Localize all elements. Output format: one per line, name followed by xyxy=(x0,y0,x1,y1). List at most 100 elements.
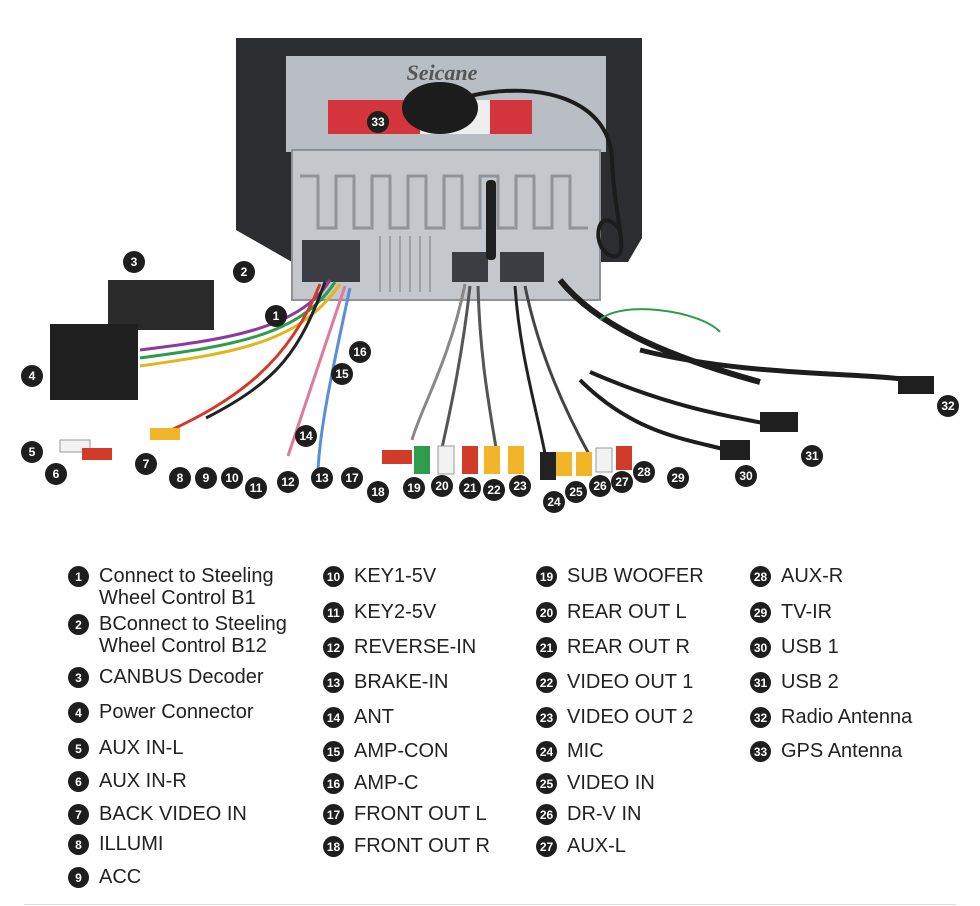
svg-text:21: 21 xyxy=(463,481,477,495)
legend-label: ANT xyxy=(354,706,394,728)
legend-number: 24 xyxy=(536,741,557,762)
legend-label: DR-V IN xyxy=(567,803,642,825)
legend-item: 21 REAR OUT R xyxy=(536,636,690,658)
legend-number: 14 xyxy=(323,707,344,728)
callout-30: 30 xyxy=(735,465,757,487)
legend-label: FRONT OUT R xyxy=(354,835,490,857)
legend-number: 26 xyxy=(536,804,557,825)
svg-text:20: 20 xyxy=(435,479,449,493)
svg-text:7: 7 xyxy=(143,457,150,471)
legend-label: VIDEO IN xyxy=(567,772,655,794)
callout-17: 17 xyxy=(341,467,363,489)
svg-text:13: 13 xyxy=(315,471,329,485)
legend-number: 27 xyxy=(536,836,557,857)
legend-label: REAR OUT R xyxy=(567,636,690,658)
photo-callouts: 33 3 2 1 4 16 15 14 5 6 7 8 9 10 11 12 1… xyxy=(21,111,959,513)
callout-26: 26 xyxy=(589,475,611,497)
legend-number: 5 xyxy=(68,738,89,759)
legend-item: 16 AMP-C xyxy=(323,772,418,794)
legend-number: 21 xyxy=(536,637,557,658)
legend-number: 31 xyxy=(750,672,771,693)
legend-number: 12 xyxy=(323,637,344,658)
svg-text:10: 10 xyxy=(225,471,239,485)
legend-number: 13 xyxy=(323,672,344,693)
callout-21: 21 xyxy=(459,477,481,499)
legend-label: BACK VIDEO IN xyxy=(99,803,247,825)
legend-label: AMP-C xyxy=(354,772,419,794)
legend-item: 14 ANT xyxy=(323,706,394,728)
legend-label: KEY1-5V xyxy=(354,565,437,587)
rca-plugs xyxy=(59,376,934,480)
antenna-stub xyxy=(486,180,496,260)
svg-text:9: 9 xyxy=(203,471,210,485)
legend-label: CANBUS Decoder xyxy=(99,666,264,688)
legend-number: 10 xyxy=(323,566,344,587)
svg-text:30: 30 xyxy=(739,469,753,483)
legend-number: 22 xyxy=(536,672,557,693)
callout-23: 23 xyxy=(509,475,531,497)
svg-text:18: 18 xyxy=(371,485,385,499)
callout-12: 12 xyxy=(277,471,299,493)
legend-label: ILLUMI xyxy=(99,833,164,855)
legend-label: AMP-CON xyxy=(354,740,449,762)
legend-label: MIC xyxy=(567,740,604,762)
legend-label: SUB WOOFER xyxy=(567,565,704,587)
legend-item: 25 VIDEO IN xyxy=(536,772,655,794)
power-connector xyxy=(50,324,138,400)
svg-text:25: 25 xyxy=(569,485,583,499)
callout-5: 5 xyxy=(21,441,43,463)
svg-text:15: 15 xyxy=(335,367,349,381)
legend-number: 16 xyxy=(323,773,344,794)
legend-label: TV-IR xyxy=(781,601,833,623)
canbus-decoder xyxy=(108,280,214,330)
svg-text:5: 5 xyxy=(29,445,36,459)
svg-text:6: 6 xyxy=(53,467,60,481)
legend-number: 20 xyxy=(536,602,557,623)
gps-antenna xyxy=(402,82,624,259)
callout-28: 28 xyxy=(633,461,655,483)
callout-33: 33 xyxy=(367,111,389,133)
svg-text:27: 27 xyxy=(615,475,629,489)
callout-3: 3 xyxy=(123,251,145,273)
callout-9: 9 xyxy=(195,467,217,489)
legend-label: FRONT OUT L xyxy=(354,803,487,825)
svg-text:4: 4 xyxy=(29,369,36,383)
callout-4: 4 xyxy=(21,365,43,387)
callout-29: 29 xyxy=(667,467,689,489)
legend-number: 29 xyxy=(750,602,771,623)
legend-number: 25 xyxy=(536,773,557,794)
svg-text:2: 2 xyxy=(241,265,248,279)
callout-1: 1 xyxy=(265,305,287,327)
legend-number: 28 xyxy=(750,566,771,587)
legend-item: 24 MIC xyxy=(536,740,604,762)
svg-text:33: 33 xyxy=(371,115,385,129)
legend-label: ACC xyxy=(99,866,142,888)
legend-number: 30 xyxy=(750,637,771,658)
callout-11: 11 xyxy=(245,477,267,499)
legend-number: 11 xyxy=(323,602,344,623)
callout-27: 27 xyxy=(611,471,633,493)
svg-text:1: 1 xyxy=(273,309,280,323)
svg-text:22: 22 xyxy=(487,483,501,497)
callout-31: 31 xyxy=(801,445,823,467)
legend-number: 9 xyxy=(68,867,89,888)
legend-label: AUX-R xyxy=(781,565,844,587)
svg-text:12: 12 xyxy=(281,475,295,489)
legend-number: 6 xyxy=(68,771,89,792)
legend-number: 33 xyxy=(750,741,771,762)
callout-19: 19 xyxy=(403,477,425,499)
callout-2: 2 xyxy=(233,261,255,283)
svg-text:31: 31 xyxy=(805,449,819,463)
svg-text:8: 8 xyxy=(177,471,184,485)
legend-label: Connect to Steeling Wheel Control B1 xyxy=(99,565,274,609)
callout-18: 18 xyxy=(367,481,389,503)
